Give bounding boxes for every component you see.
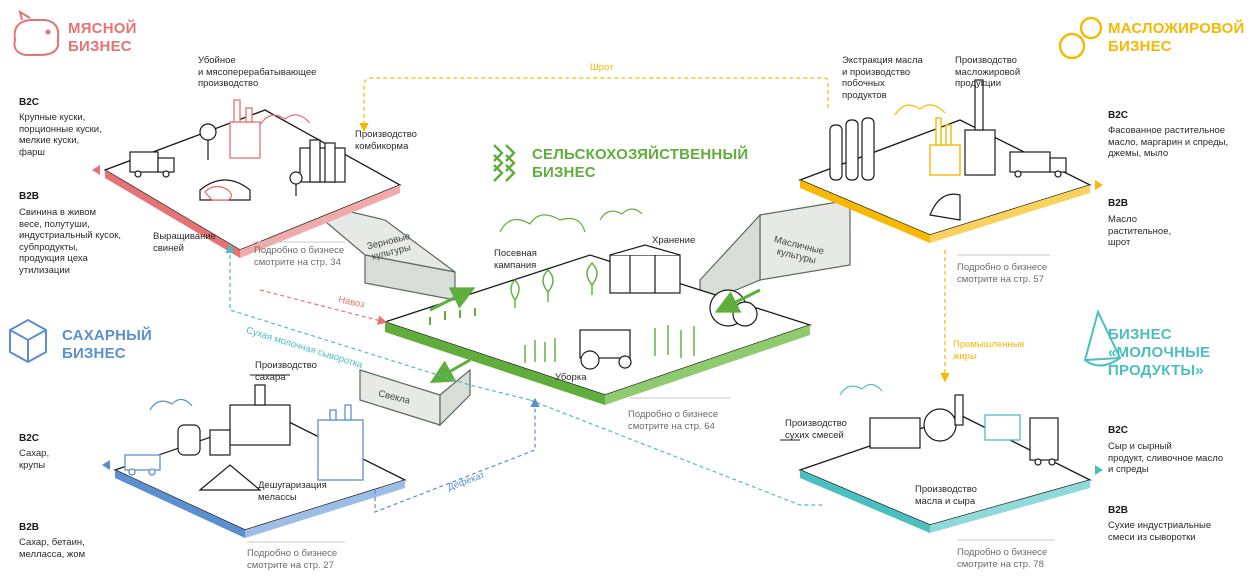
grain-connector [299,199,456,301]
sugar-cube-icon [9,318,47,364]
sugar-desugar-label: Дешугаризация мелассы [258,480,327,503]
dairy-b2c-text: Сыр и сырный продукт, сливочное масло и … [1108,441,1224,475]
meat-platform [103,99,402,258]
sugar-b2c-text: Сахар, крупы [19,448,50,471]
meal-flow-line [359,77,829,133]
meat-slaughter-label: Убойное и мясоперерабатывающее производс… [198,55,317,89]
sugar-more: Подробно о бизнесе смотрите на стр. 27 [247,548,338,571]
oil-b2b-label: B2B [1108,198,1129,209]
agri-more: Подробно о бизнесе смотрите на стр. 64 [628,409,719,432]
agri-harvest-label: Уборка [555,372,587,383]
oil-b2c-label: B2C [1108,110,1129,121]
meat-b2c-text: Крупные куски, порционные куски, мелкие … [19,112,102,158]
oil-b2c-text: Фасованное растительное масло, маргарин … [1108,125,1229,159]
meat-b2c-label: B2C [19,97,40,108]
dairy-b2c-label: B2C [1108,425,1129,436]
meat-title: МЯСНОЙ БИЗНЕС [68,20,137,55]
dairy-b2b-label: B2B [1108,505,1129,516]
manure-flow-line [259,289,388,325]
dairy-b2b-text: Сухие индустриальные смеси из сыворотки [1108,520,1212,543]
meat-pigs-label: Выращивание свиней [153,231,216,254]
sugar-b2c-label: B2C [19,433,40,444]
cheese-icon [1083,309,1122,367]
fats-flow-label: Промышленные жиры [953,339,1025,362]
agri-platform [382,244,813,405]
agri-storage-label: Хранение [652,235,696,246]
meat-feed-label: Производство комбикорма [355,129,417,152]
dairy-more: Подробно о бизнесе смотрите на стр. 78 [957,547,1048,570]
oil-more: Подробно о бизнесе смотрите на стр. 57 [957,262,1048,285]
beet-connector [359,368,471,427]
dairy-dry-mix-label: Производство сухих смесей [785,418,847,441]
dairy-platform [798,394,1092,533]
oil-extraction-label: Экстракция масла и производство побочных… [842,55,923,101]
sugar-production-label: Производство сахара [255,360,317,383]
defecate-flow-line [374,397,540,513]
oil-fat-production-label: Производство масложировой продукции [955,55,1021,89]
oilseeds-connector [699,199,851,306]
pig-icon [13,9,60,56]
oil-platform [798,79,1092,243]
oil-b2b-text: Масло растительное, шрот [1108,214,1172,248]
wheat-icon [493,144,516,182]
oil-drops-icon [1058,16,1103,60]
meal-flow-label: Шрот [590,62,614,73]
meat-b2b-label: B2B [19,191,40,202]
agri-sowing-label: Посевная кампания [494,248,537,271]
sugar-title: САХАРНЫЙ БИЗНЕС [62,327,153,362]
agri-title: СЕЛЬСКОХОЗЯЙСТВЕННЫЙ БИЗНЕС [532,146,749,181]
dairy-butter-cheese-label: Производство масла и сыра [915,484,977,507]
sugar-b2b-text: Сахар, бетаин, мелласса, жом [19,537,86,560]
sugar-b2b-label: B2B [19,522,40,533]
meat-b2b-text: Свинина в живом весе, полутуши, индустри… [19,207,122,276]
whey-flow-line [229,255,531,401]
meat-more: Подробно о бизнесе смотрите на стр. 34 [254,245,345,268]
dairy-title: БИЗНЕС «МОЛОЧНЫЕ ПРОДУКТЫ» [1108,326,1211,379]
oil-title: МАСЛОЖИРОВОЙ БИЗНЕС [1108,20,1245,55]
sugar-platform [113,384,407,538]
